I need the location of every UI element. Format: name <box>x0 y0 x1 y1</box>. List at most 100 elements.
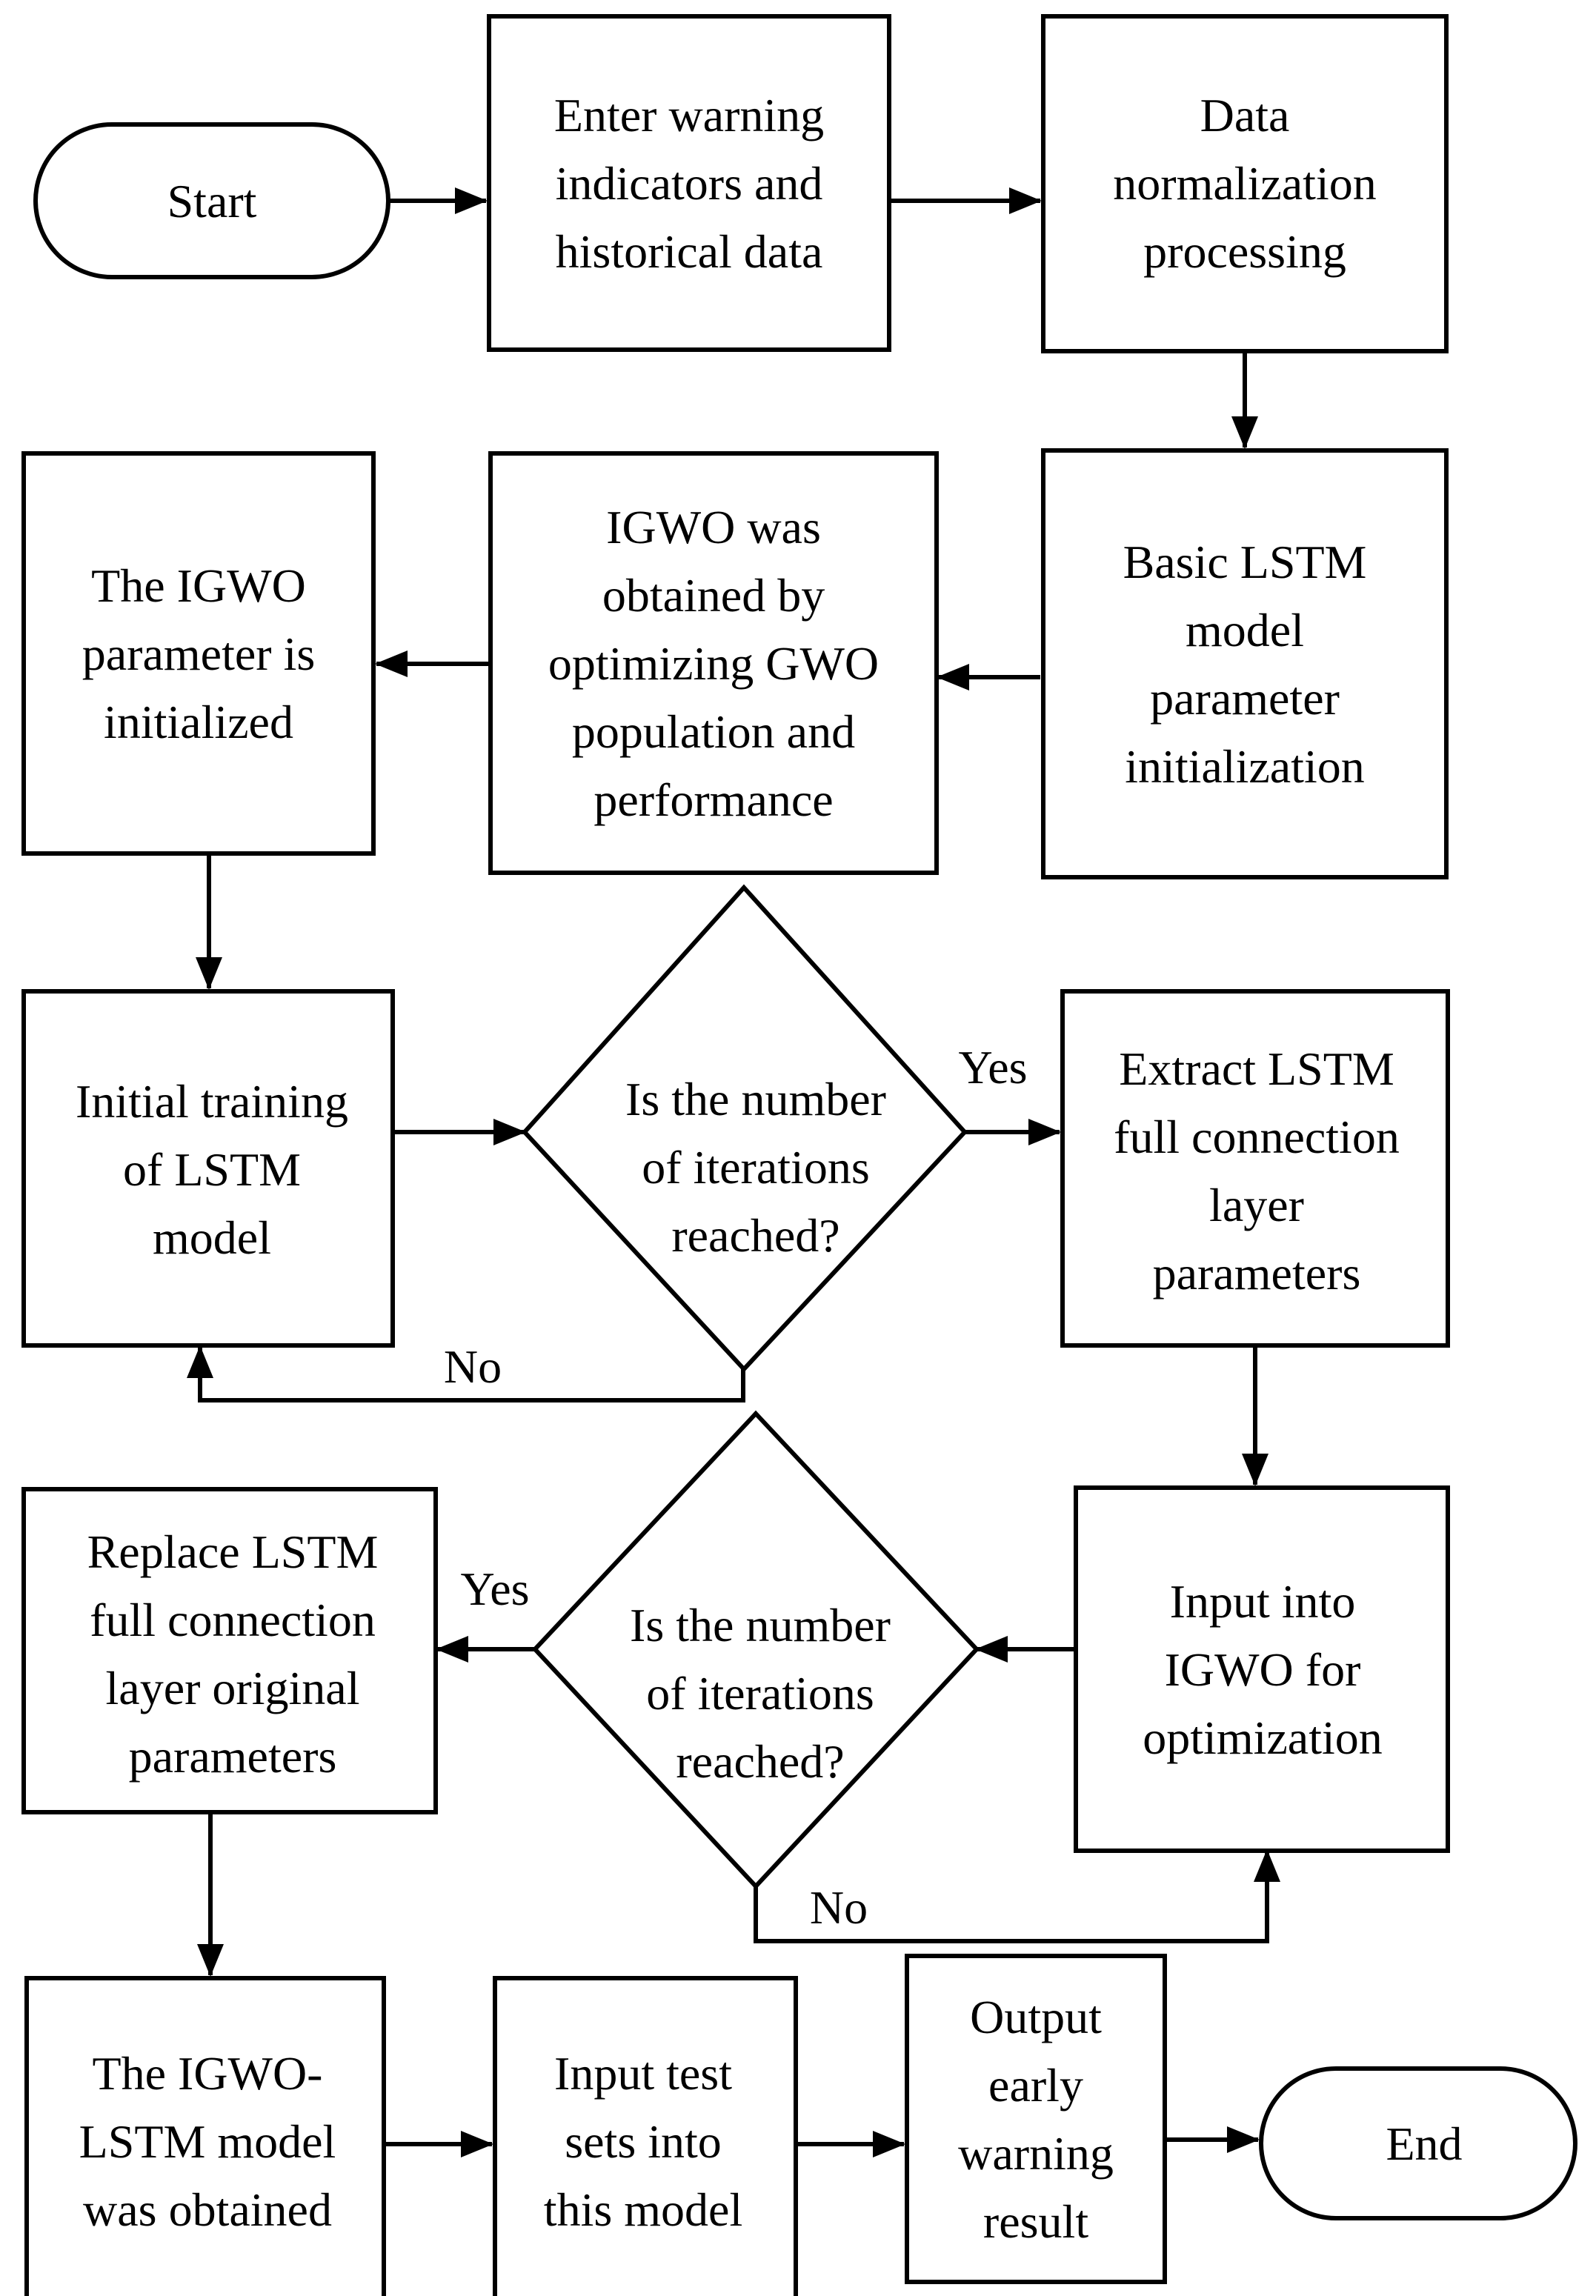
replace-line: parameters <box>129 1730 337 1783</box>
igwo-obtained-line: population and <box>572 705 855 758</box>
enter-data-node: Enter warning indicators and historical da… <box>487 14 891 352</box>
end-line: End <box>1386 2117 1462 2170</box>
start-line: Start <box>167 175 257 227</box>
normalize-line: normalization <box>1113 157 1376 210</box>
input-test-node: Input test sets into this model <box>493 1976 798 2296</box>
extract-line: layer <box>1209 1179 1304 1231</box>
enter-line: historical data <box>556 225 823 278</box>
replace-line: layer original <box>106 1662 360 1714</box>
igwo-obtained-label: IGWO was obtained by optimizing GWO populat… <box>548 501 879 826</box>
input-test-label: Input test sets into this model <box>544 2047 742 2236</box>
normalize-label: Data normalization processing <box>1113 89 1376 278</box>
enter-line: Enter warning <box>554 89 824 142</box>
input-test-line: sets into <box>565 2115 722 2168</box>
initial-training-node: Initial training of LSTM model <box>21 989 395 1348</box>
igwo-param-box <box>21 451 376 856</box>
igwo-obtained-line: optimizing GWO <box>548 637 879 690</box>
input-test-box <box>493 1976 798 2296</box>
replace-line: Replace LSTM <box>87 1525 379 1578</box>
lstm-init-line: Basic LSTM <box>1123 536 1367 588</box>
end-terminator <box>1259 2066 1577 2220</box>
model-obtained-line: The IGWO- <box>93 2047 323 2100</box>
decision2-line: Is the number <box>630 1599 891 1651</box>
input-igwo-line: IGWO for <box>1165 1643 1361 1696</box>
input-igwo-box <box>1074 1485 1450 1853</box>
output-line: result <box>983 2195 1088 2248</box>
decision1-yes-label: Yes <box>958 1041 1027 1094</box>
input-test-line: this model <box>544 2183 742 2236</box>
enter-data-box <box>487 14 891 352</box>
igwo-obtained-line: performance <box>593 773 833 826</box>
decision1-line: reached? <box>671 1209 839 1262</box>
end-node: End <box>1259 2066 1577 2220</box>
lstm-init-line: parameter <box>1150 672 1340 725</box>
initial-training-line: of LSTM <box>123 1143 301 1196</box>
extract-line: parameters <box>1153 1247 1361 1300</box>
end-label: End <box>1386 2117 1462 2170</box>
decision1-diamond <box>521 884 968 1373</box>
decision1-label: Is the number of iterations reached? <box>625 1073 886 1262</box>
normalize-node: Data normalization processing <box>1041 14 1449 353</box>
output-line: Output <box>970 1991 1102 2043</box>
igwo-obtained-line: obtained by <box>602 569 825 622</box>
extract-node: Extract LSTM full connection layer paramete… <box>1060 989 1450 1348</box>
edge-decision2-no-loop <box>754 1849 1280 1943</box>
output-box <box>905 1954 1167 2284</box>
lstm-init-line: model <box>1186 604 1304 656</box>
input-test-line: Input test <box>554 2047 732 2100</box>
igwo-param-line: The IGWO <box>91 559 306 612</box>
igwo-param-line: parameter is <box>82 628 316 680</box>
output-line: warning <box>958 2127 1114 2180</box>
enter-line: indicators and <box>556 157 823 210</box>
edge-labels: Yes No Yes No <box>444 1041 1028 1934</box>
igwo-obtained-line: IGWO was <box>606 501 821 553</box>
extract-line: Extract LSTM <box>1119 1042 1394 1095</box>
replace-line: full connection <box>90 1594 376 1646</box>
extract-line: full connection <box>1114 1111 1400 1163</box>
model-obtained-line: LSTM model <box>79 2115 336 2168</box>
input-igwo-line: Input into <box>1170 1575 1356 1628</box>
igwo-obtained-node: IGWO was obtained by optimizing GWO populat… <box>488 451 939 875</box>
extract-label: Extract LSTM full connection layer paramete… <box>1114 1042 1400 1300</box>
decision2-diamond <box>531 1410 980 1890</box>
output-line: early <box>988 2059 1083 2112</box>
decision1-line: Is the number <box>625 1073 886 1125</box>
initial-training-box <box>21 989 395 1348</box>
igwo-param-node: The IGWO parameter is initialized <box>21 451 376 856</box>
initial-training-line: Initial training <box>76 1075 348 1128</box>
model-obtained-box <box>24 1976 386 2296</box>
initial-training-label: Initial training of LSTM model <box>76 1075 348 1264</box>
initial-training-line: model <box>153 1211 271 1264</box>
edge-decision1-no-loop <box>187 1345 745 1402</box>
replace-label: Replace LSTM full connection layer origina… <box>87 1525 379 1783</box>
start-terminator <box>33 122 390 279</box>
igwo-param-label: The IGWO parameter is initialized <box>82 559 316 748</box>
start-node: Start <box>33 122 390 279</box>
replace-box <box>21 1487 438 1814</box>
replace-node: Replace LSTM full connection layer origina… <box>21 1487 438 1814</box>
output-label: Output early warning result <box>958 1991 1114 2248</box>
model-obtained-line: was obtained <box>83 2183 332 2236</box>
igwo-obtained-box <box>488 451 939 875</box>
decision1-line: of iterations <box>642 1141 869 1194</box>
extract-box <box>1060 989 1450 1348</box>
igwo-param-line: initialized <box>104 696 293 748</box>
decision1-node: Is the number of iterations reached? <box>521 884 968 1373</box>
output-node: Output early warning result <box>905 1954 1167 2284</box>
normalize-line: processing <box>1143 225 1346 278</box>
model-obtained-label: The IGWO- LSTM model was obtained <box>79 2047 336 2236</box>
decision1-no-label: No <box>444 1340 502 1393</box>
enter-data-label: Enter warning indicators and historical da… <box>554 89 824 278</box>
normalize-line: Data <box>1200 89 1290 142</box>
decision2-yes-label: Yes <box>460 1563 529 1615</box>
normalize-box <box>1041 14 1449 353</box>
input-igwo-line: optimization <box>1143 1711 1383 1764</box>
model-obtained-node: The IGWO- LSTM model was obtained <box>24 1976 386 2296</box>
